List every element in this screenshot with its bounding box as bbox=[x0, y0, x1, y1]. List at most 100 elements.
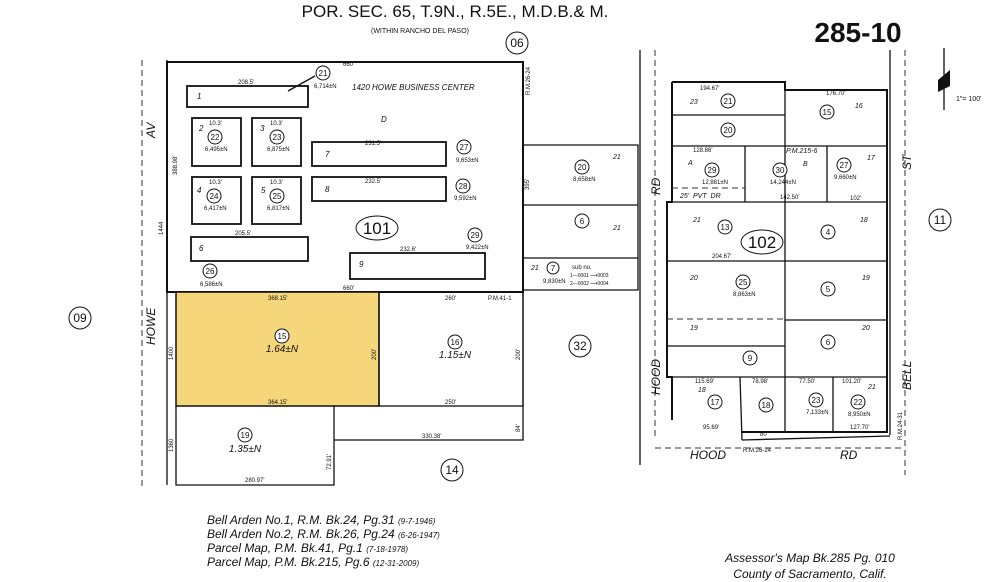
svg-text:364.15': 364.15' bbox=[268, 400, 288, 406]
hood-rd-ref: R.M.26-24 bbox=[743, 448, 772, 454]
svg-text:2: 2 bbox=[198, 124, 204, 133]
dim-80: 80' bbox=[760, 432, 768, 438]
note-2: Bell Arden No.2, R.M. Bk.26, Pg.24 (6-26… bbox=[207, 527, 440, 541]
street-rd: RD bbox=[649, 177, 663, 195]
svg-text:13: 13 bbox=[721, 223, 730, 232]
svg-text:6,586±N: 6,586±N bbox=[200, 282, 223, 288]
dim-95: 95.69' bbox=[703, 425, 719, 431]
svg-text:15: 15 bbox=[823, 108, 832, 117]
parcel-15-highlighted[interactable] bbox=[175, 291, 380, 407]
street-number-1360: 1360 bbox=[169, 438, 175, 452]
svg-text:20: 20 bbox=[724, 126, 733, 135]
dim-127: 127.70' bbox=[850, 425, 870, 431]
svg-text:232.5': 232.5' bbox=[365, 179, 381, 185]
building-4: 410.3'246,417±N bbox=[191, 176, 242, 225]
dim-77: 77.50' bbox=[799, 379, 815, 385]
dim-bottom: 660' bbox=[343, 286, 354, 292]
svg-text:2—0002 ⟶0004: 2—0002 ⟶0004 bbox=[570, 281, 609, 287]
dim-204: 204.67' bbox=[712, 254, 732, 260]
svg-text:14,244±N: 14,244±N bbox=[770, 180, 796, 186]
block-102-parcel: 6 20 bbox=[820, 325, 870, 350]
note-3: Parcel Map, P.M. Bk.41, Pg.1 (7-18-1978) bbox=[207, 541, 408, 555]
svg-text:9: 9 bbox=[748, 354, 753, 363]
map-title: POR. SEC. 65, T.9N., R.5E., M.D.B.& M. bbox=[302, 2, 609, 21]
svg-text:5: 5 bbox=[826, 285, 831, 294]
svg-text:4: 4 bbox=[197, 186, 202, 195]
svg-text:232.6': 232.6' bbox=[400, 247, 416, 253]
svg-text:16: 16 bbox=[855, 103, 863, 110]
svg-text:3: 3 bbox=[260, 124, 265, 133]
svg-text:7: 7 bbox=[551, 264, 556, 273]
svg-text:231.5': 231.5' bbox=[365, 141, 381, 147]
svg-text:1.35±N: 1.35±N bbox=[229, 444, 262, 455]
svg-text:21: 21 bbox=[612, 154, 621, 161]
scale-label: 1"= 100' bbox=[956, 96, 981, 103]
parcel-19[interactable] bbox=[175, 406, 335, 486]
svg-text:9,830±N: 9,830±N bbox=[543, 279, 566, 285]
svg-text:7,133±N: 7,133±N bbox=[806, 410, 829, 416]
note-1: Bell Arden No.1, R.M. Bk.24, Pg.31 (9-7-… bbox=[207, 513, 436, 527]
svg-text:10.3': 10.3' bbox=[209, 180, 222, 186]
business-center-name: 1420 HOWE BUSINESS CENTER bbox=[352, 83, 475, 92]
parcel-16[interactable] bbox=[378, 291, 524, 407]
svg-text:27: 27 bbox=[460, 143, 469, 152]
svg-text:1—0001 ⟶0003: 1—0001 ⟶0003 bbox=[570, 273, 609, 279]
street-howe: HOWE bbox=[144, 307, 158, 345]
svg-text:32: 32 bbox=[573, 339, 587, 353]
street-st: ST bbox=[900, 153, 914, 170]
svg-text:8,658±N: 8,658±N bbox=[573, 177, 596, 183]
block-102-parcel: 19 bbox=[690, 325, 698, 332]
dim-102: 102' bbox=[850, 196, 861, 202]
svg-text:19: 19 bbox=[862, 275, 870, 282]
svg-text:1.15±N: 1.15±N bbox=[439, 350, 472, 361]
svg-text:10.3': 10.3' bbox=[270, 121, 283, 127]
svg-text:9: 9 bbox=[359, 260, 364, 269]
svg-text:10.3': 10.3' bbox=[270, 180, 283, 186]
svg-text:21: 21 bbox=[724, 97, 733, 106]
svg-text:29: 29 bbox=[708, 166, 717, 175]
svg-text:5: 5 bbox=[261, 186, 266, 195]
dim-78: 78.98' bbox=[752, 379, 768, 385]
dim-right: 395' bbox=[525, 179, 531, 190]
block-102-parcel: 23 7,133±N bbox=[806, 392, 829, 416]
howe-rm-ref: R.M.26-24 bbox=[526, 66, 532, 95]
svg-text:20: 20 bbox=[578, 163, 587, 172]
svg-text:10.3': 10.3' bbox=[209, 121, 222, 127]
dim-142: 142.50' bbox=[780, 195, 800, 201]
street-hood-bottom: HOOD bbox=[690, 448, 726, 462]
svg-text:25: 25 bbox=[739, 278, 748, 287]
dim-330: 330.38' bbox=[422, 434, 442, 440]
block-102-parcel: 418 bbox=[820, 217, 868, 240]
neighbor-book-09: 09 bbox=[68, 306, 92, 330]
svg-text:6,875±N: 6,875±N bbox=[267, 147, 290, 153]
svg-text:14: 14 bbox=[445, 463, 459, 477]
block-102-parcel: 258,863±N20 bbox=[689, 274, 756, 298]
svg-text:30: 30 bbox=[776, 166, 785, 175]
svg-text:26: 26 bbox=[206, 267, 215, 276]
svg-text:1: 1 bbox=[197, 92, 201, 101]
street-number: 1444 bbox=[159, 221, 165, 235]
svg-text:21: 21 bbox=[867, 384, 876, 391]
svg-text:102: 102 bbox=[748, 233, 776, 252]
dim-top: 660' bbox=[343, 62, 354, 68]
svg-text:16: 16 bbox=[451, 338, 460, 347]
svg-text:20: 20 bbox=[861, 325, 870, 332]
svg-text:23: 23 bbox=[812, 396, 821, 405]
svg-text:6: 6 bbox=[826, 338, 831, 347]
street-bell: BELL bbox=[900, 361, 914, 390]
svg-text:9,422±N: 9,422±N bbox=[466, 245, 489, 251]
dim-115: 115.69' bbox=[695, 379, 714, 385]
svg-text:15: 15 bbox=[278, 332, 287, 341]
svg-text:6,495±N: 6,495±N bbox=[205, 147, 228, 153]
block-102-parcel: 5 19 bbox=[820, 275, 870, 297]
